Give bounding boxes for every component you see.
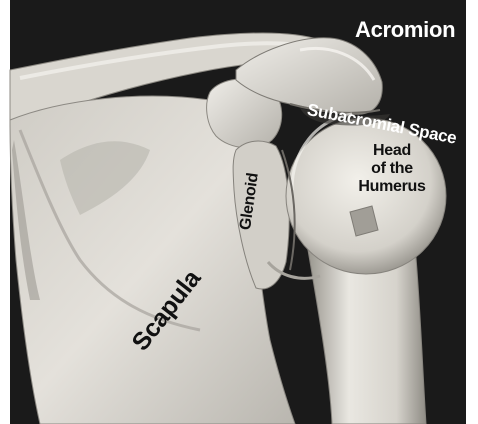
acromion-label: Acromion <box>355 19 455 41</box>
white-border-right <box>466 0 478 424</box>
head-of-humerus-label: Head of the Humerus <box>342 142 442 196</box>
white-border-left <box>0 0 10 424</box>
head-of-humerus-line1: Head <box>342 142 442 160</box>
head-of-humerus-line3: Humerus <box>342 178 442 196</box>
head-of-humerus-line2: of the <box>342 160 442 178</box>
